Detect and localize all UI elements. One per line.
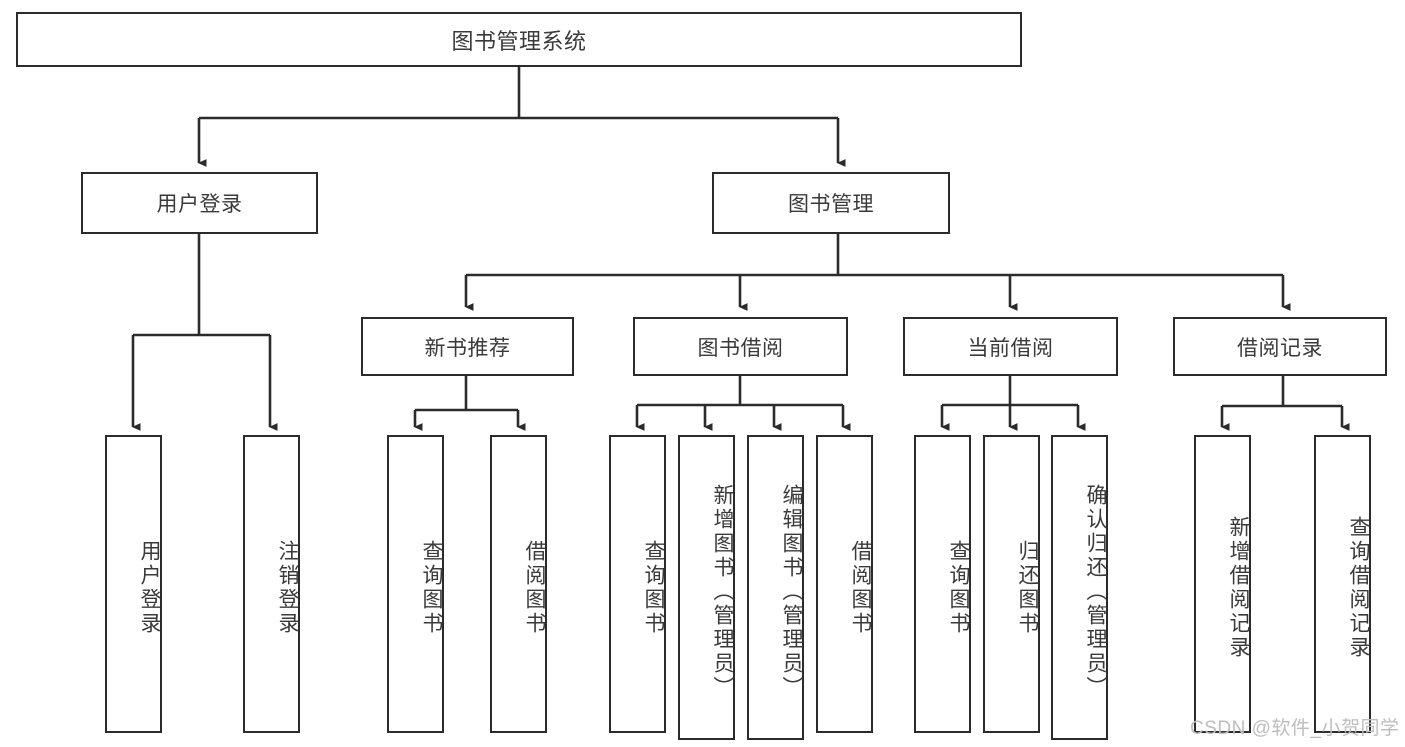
leaf-label: 归还图书	[1016, 540, 1039, 636]
node-borrow-record[interactable]: 借阅记录	[1173, 317, 1387, 376]
node-root-system[interactable]: 图书管理系统	[16, 12, 1022, 67]
node-new-book-recommend[interactable]: 新书推荐	[361, 317, 574, 376]
leaf-recommend-borrow-book[interactable]: 借阅图书	[490, 435, 547, 733]
leaf-borrow-edit-book-admin[interactable]: 编辑图书（管理员）	[747, 435, 804, 740]
leaf-label: 编辑图书（管理员）	[780, 483, 803, 700]
leaf-label: 借阅图书	[523, 540, 546, 636]
leaf-borrow-add-book-admin[interactable]: 新增图书（管理员）	[678, 435, 735, 740]
leaf-label: 用户登录	[138, 540, 161, 636]
leaf-label: 确认归还（管理员）	[1084, 483, 1107, 700]
node-current-borrow[interactable]: 当前借阅	[903, 317, 1118, 376]
watermark-text: CSDN @软件_小贺同学	[1190, 718, 1400, 739]
leaf-record-add-record[interactable]: 新增借阅记录	[1194, 435, 1251, 733]
leaf-current-confirm-return-admin[interactable]: 确认归还（管理员）	[1051, 435, 1108, 740]
node-user-login[interactable]: 用户登录	[81, 172, 318, 234]
leaf-label: 查询图书	[947, 540, 970, 636]
node-book-management[interactable]: 图书管理	[712, 172, 950, 234]
leaf-label: 查询图书	[642, 540, 665, 636]
leaf-borrow-borrow-book[interactable]: 借阅图书	[816, 435, 873, 733]
leaf-current-return-book[interactable]: 归还图书	[983, 435, 1040, 733]
node-book-borrow[interactable]: 图书借阅	[633, 317, 848, 376]
leaf-label: 查询借阅记录	[1347, 516, 1370, 660]
leaf-recommend-query-book[interactable]: 查询图书	[387, 435, 444, 733]
leaf-label: 新增借阅记录	[1227, 516, 1250, 660]
leaf-user-login-login[interactable]: 用户登录	[105, 435, 162, 733]
leaf-label: 借阅图书	[849, 540, 872, 636]
leaf-label: 查询图书	[420, 540, 443, 636]
leaf-user-login-logout[interactable]: 注销登录	[243, 435, 300, 733]
leaf-current-query-book[interactable]: 查询图书	[914, 435, 971, 733]
leaf-label: 注销登录	[276, 540, 299, 636]
leaf-record-query-record[interactable]: 查询借阅记录	[1314, 435, 1371, 733]
leaf-label: 新增图书（管理员）	[711, 483, 734, 700]
leaf-borrow-query-book[interactable]: 查询图书	[609, 435, 666, 733]
